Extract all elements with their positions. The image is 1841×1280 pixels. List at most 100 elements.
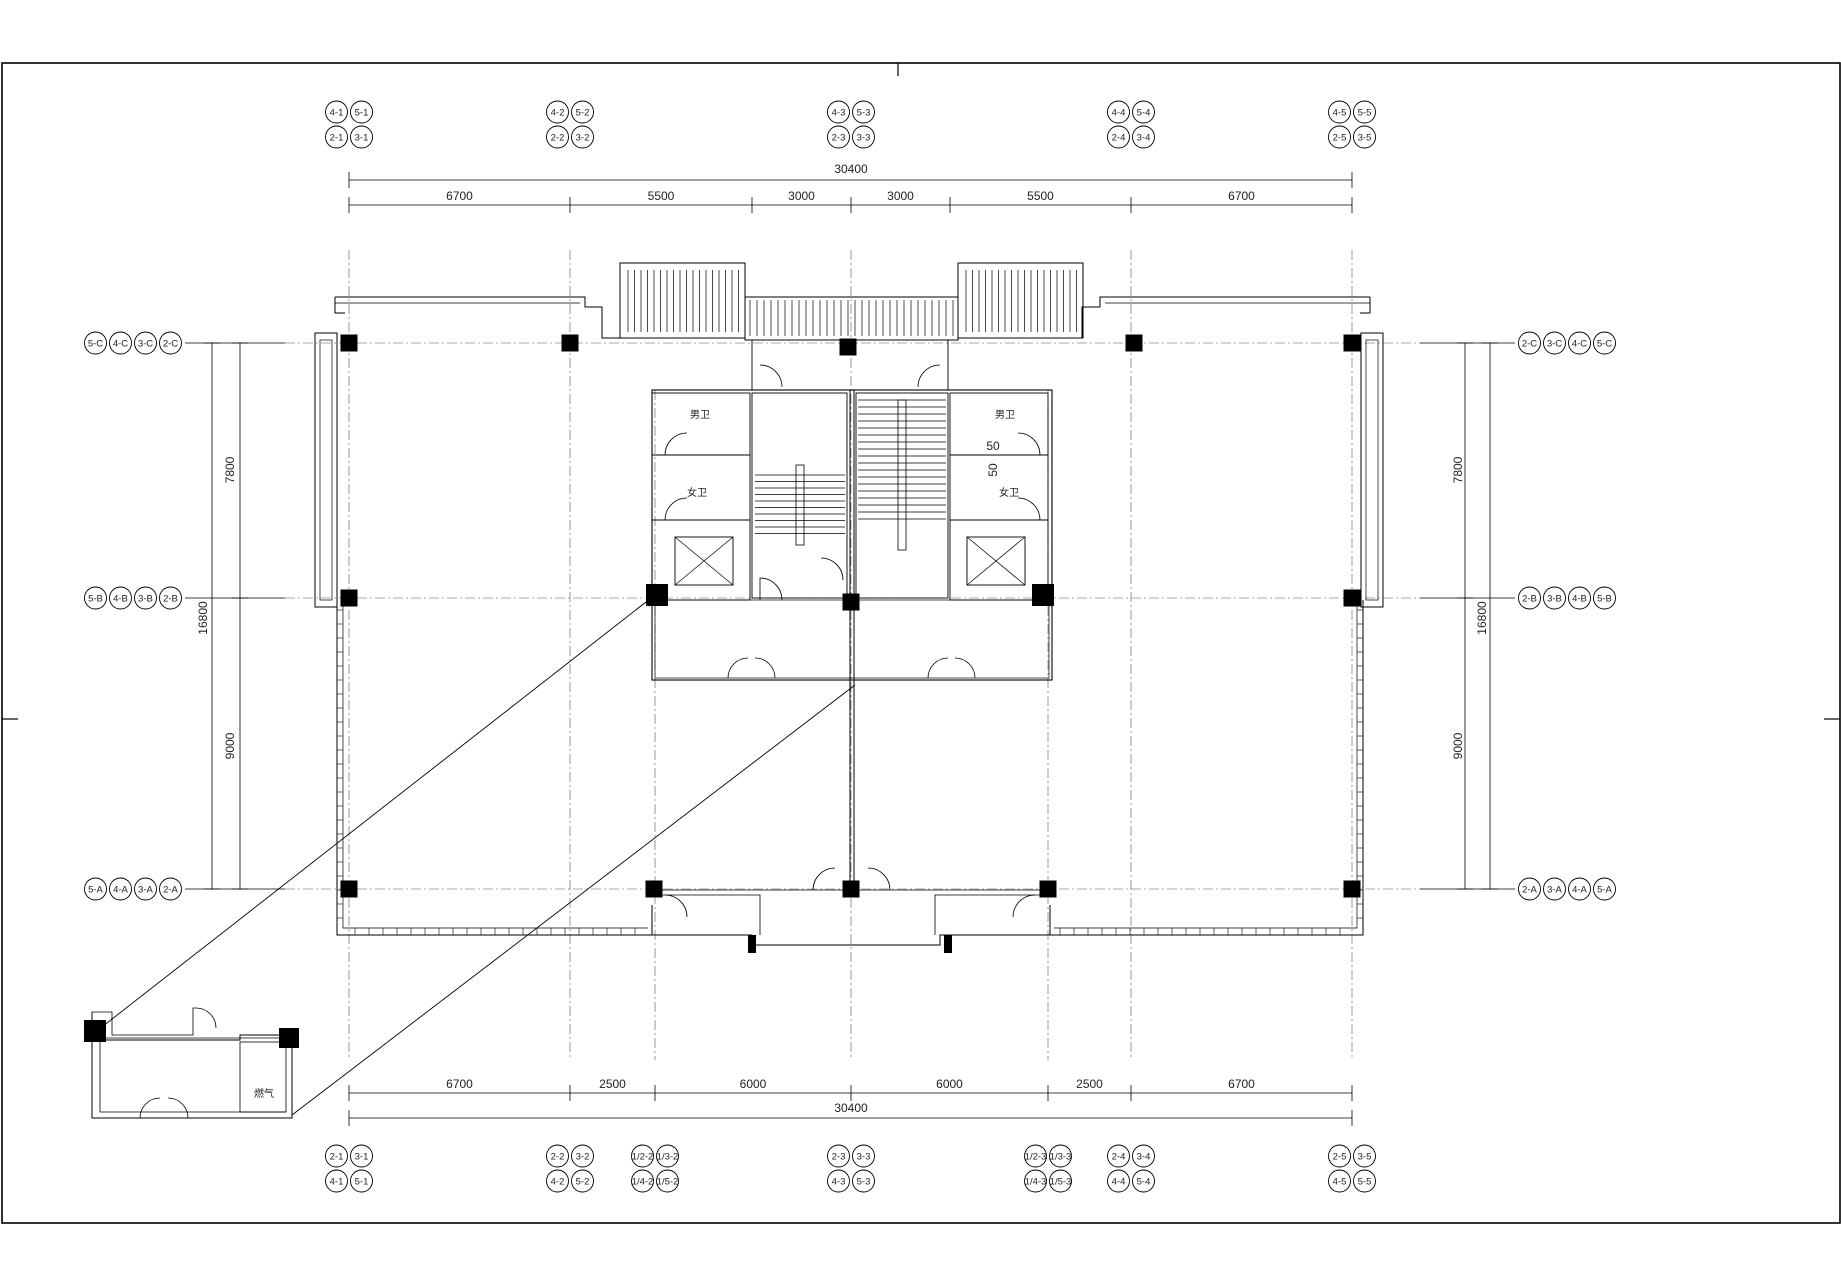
bottom-axis-bubble-label: 5-1 [355, 1177, 369, 1188]
bottom-axis-bubble-label: 2-3 [832, 1152, 846, 1163]
bottom-dim-label: 2500 [599, 1077, 626, 1091]
column [340, 334, 358, 352]
column [1125, 334, 1143, 352]
right-axis-bubble-label: 4-C [1572, 339, 1587, 350]
top-axis-bubble-label: 5-2 [576, 108, 590, 119]
drawing-frame [1, 62, 1841, 1224]
stair-handrail [795, 464, 805, 546]
bottom-axis-bubble-label: 1/3-2 [657, 1152, 679, 1163]
right-axis-bubble-label: 2-A [1522, 885, 1537, 896]
room-womens-wc-right: 女卫 [999, 486, 1019, 499]
bottom-axis-bubble-label: 2-1 [330, 1152, 344, 1163]
side-dimension-9000-right: 9000 [1451, 732, 1465, 759]
bottom-axis-bubble-label: 2-2 [551, 1152, 565, 1163]
right-axis-bubble-circle [1568, 586, 1591, 610]
top-axis-bubble-circle [1107, 125, 1130, 149]
top-axis-bubble-circle [1353, 125, 1376, 149]
right-axis-bubble-label: 4-B [1572, 594, 1587, 605]
bottom-axis-bubble-label: 3-2 [576, 1152, 590, 1163]
bottom-axis-bubble-label: 5-4 [1137, 1177, 1151, 1188]
room-mens-wc-right: 男卫 [995, 409, 1015, 421]
top-axis-bubble-label: 2-3 [832, 133, 846, 144]
top-axis-bubble-circle [1132, 125, 1155, 149]
bottom-axis-bubble-label: 1/2-3 [1025, 1152, 1047, 1163]
top-axis-bubble-circle [546, 100, 569, 124]
top-axis-bubble-circle [571, 100, 594, 124]
left-axis-bubble-label: 3-B [138, 594, 153, 605]
top-axis-bubble-label: 3-3 [857, 133, 871, 144]
bottom-axis-bubble-circle [631, 1169, 654, 1193]
top-dim-label: 6700 [1228, 189, 1255, 203]
bottom-axis-bubble-label: 5-2 [576, 1177, 590, 1188]
top-axis-bubble-circle [571, 125, 594, 149]
bottom-axis-bubble-circle [546, 1144, 569, 1168]
bottom-axis-bubble-circle [350, 1144, 373, 1168]
right-axis-bubble-label: 5-A [1597, 885, 1612, 896]
bottom-axis-bubble-circle [656, 1144, 679, 1168]
top-axis-bubble-circle [325, 125, 348, 149]
right-axis-bubble-circle [1593, 586, 1616, 610]
bottom-axis-bubble-circle [325, 1169, 348, 1193]
bottom-axis-bubble-label: 3-5 [1358, 1152, 1372, 1163]
bottom-dim-label: 6000 [936, 1077, 963, 1091]
bottom-dim-label: 6700 [1228, 1077, 1255, 1091]
bottom-total-dimension: 30400 [834, 1101, 868, 1115]
right-axis-bubble-label: 3-B [1547, 594, 1562, 605]
side-dimension-9000-left: 9000 [223, 732, 237, 759]
bottom-axis-bubble-circle [1353, 1144, 1376, 1168]
column [279, 1028, 299, 1048]
bottom-axis-bubble-label: 2-5 [1333, 1152, 1347, 1163]
top-dim-label: 5500 [1027, 189, 1054, 203]
stair-handrail [897, 399, 907, 551]
bottom-axis-bubble-circle [852, 1169, 875, 1193]
bottom-axis-bubble-label: 1/5-3 [1050, 1177, 1072, 1188]
column [340, 589, 358, 607]
top-axis-bubble-label: 2-4 [1112, 133, 1126, 144]
top-dim-label: 3000 [887, 189, 914, 203]
top-axis-bubble-label: 3-4 [1137, 133, 1151, 144]
bottom-axis-bubble-circle [1132, 1144, 1155, 1168]
left-axis-bubble-label: 2-C [163, 339, 178, 350]
column [1032, 584, 1054, 606]
left-axis-bubble-circle [84, 586, 107, 610]
bottom-axis-bubble-label: 4-2 [551, 1177, 565, 1188]
bottom-axis-bubble-circle [852, 1144, 875, 1168]
bottom-axis-bubble-label: 1/3-3 [1050, 1152, 1072, 1163]
top-axis-bubble-label: 4-4 [1112, 108, 1126, 119]
top-axis-bubble-circle [852, 100, 875, 124]
left-axis-bubble-label: 5-A [88, 885, 103, 896]
bottom-axis-bubble-circle [1107, 1144, 1130, 1168]
bottom-axis-bubble-circle [571, 1144, 594, 1168]
side-total-dimension-left: 16800 [196, 601, 210, 635]
left-axis-bubble-label: 3-C [138, 339, 153, 350]
column [842, 593, 860, 611]
bottom-axis-bubble-circle [1049, 1144, 1072, 1168]
column [340, 880, 358, 898]
bottom-axis-bubble-circle [1024, 1144, 1047, 1168]
door-swings [139, 364, 1041, 1119]
top-axis-bubble-label: 3-2 [576, 133, 590, 144]
bottom-axis-bubble-circle [1107, 1169, 1130, 1193]
room-womens-wc-left: 女卫 [687, 486, 707, 499]
bottom-axis-bubble-label: 4-5 [1333, 1177, 1347, 1188]
top-axis-bubble-label: 2-5 [1333, 133, 1347, 144]
room-gas: 燃气 [254, 1087, 274, 1100]
left-axis-bubble-label: 4-C [113, 339, 128, 350]
left-axis-bubble-label: 5-C [88, 339, 103, 350]
bottom-axis-bubble-circle [827, 1144, 850, 1168]
left-axis-bubble-circle [159, 331, 182, 355]
left-axis-bubble-label: 2-A [163, 885, 178, 896]
bottom-axis-bubble-label: 5-5 [1358, 1177, 1372, 1188]
left-axis-bubble-label: 4-B [113, 594, 128, 605]
right-axis-bubble-label: 5-B [1597, 594, 1612, 605]
left-axis-bubble-circle [84, 877, 107, 901]
top-axis-bubble-label: 5-5 [1358, 108, 1372, 119]
bottom-axis-bubble-label: 1/5-2 [657, 1177, 679, 1188]
bottom-axis-bubble-circle [546, 1169, 569, 1193]
bottom-axis-bubble-label: 1/4-2 [632, 1177, 654, 1188]
left-axis-bubble-circle [159, 877, 182, 901]
left-axis-bubble-circle [109, 586, 132, 610]
bottom-axis-bubble-circle [1328, 1169, 1351, 1193]
bottom-axis-bubble-circle [1049, 1169, 1072, 1193]
